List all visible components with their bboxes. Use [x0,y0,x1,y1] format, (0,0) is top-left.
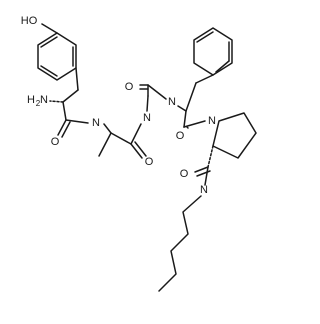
proline-n-label: N [208,115,216,127]
bond-co4-npro [183,120,206,128]
bond-calpha4-co4 [183,110,187,128]
amine-h-label: H [27,94,35,106]
tyrosine-ring [37,32,77,81]
bond-n1-calpha2 [103,123,112,134]
bond-calpha2-methyl [98,132,112,157]
carbonyl-o2-label: O [145,156,154,168]
proline-ring [212,112,257,159]
bond-co5-o-double [196,170,211,177]
bond-n3-calpha4 [177,105,187,112]
bond-calpha4-ch2 [185,82,197,112]
bond-co1-n1 [65,119,89,124]
amide-n1-label: N [92,117,100,129]
carbonyl-o4-label: O [176,130,185,142]
bond-calpha2-co2 [110,132,132,145]
bond-co1-o [57,119,67,136]
amide-n4-label: N [200,184,208,196]
bond-ch2-calpha [62,89,79,103]
chemical-structure: HO H 2 N O N O N O N O N O H N H [21,15,257,292]
bond-calpha-co1 [62,101,67,121]
amide-n3-label: N [168,96,176,108]
bond-co5-n4 [204,166,209,186]
bond-ring-oh [41,23,58,34]
pentyl-chain [158,195,202,292]
hydroxyl-label: HO [21,15,38,27]
amide-n2-label: N [143,112,151,124]
carbonyl-o5-label: O [180,168,189,180]
bond-co4-o-double [186,126,189,129]
bond-pro-calpha-co [207,145,214,168]
bond-co1-o-double [61,121,71,138]
bond-co2-o [130,143,143,159]
bond-co3-n3 [147,84,167,100]
bond-n2-ch2 [146,95,149,112]
bond-ring-ch2 [75,67,79,91]
bond-co5-o [194,166,209,173]
carbonyl-o3-label: O [125,81,134,93]
carbonyl-o1-label: O [51,136,60,148]
bond-co2-o-double [134,141,147,157]
bond-calpha-nh2 [49,100,64,103]
bond-co2-n2 [130,123,142,145]
phenylalanine-ring [193,27,233,76]
amine-subscript: 2 [36,99,41,108]
amine-n-label: N [40,94,48,106]
bond-ch2-ring [195,74,214,84]
